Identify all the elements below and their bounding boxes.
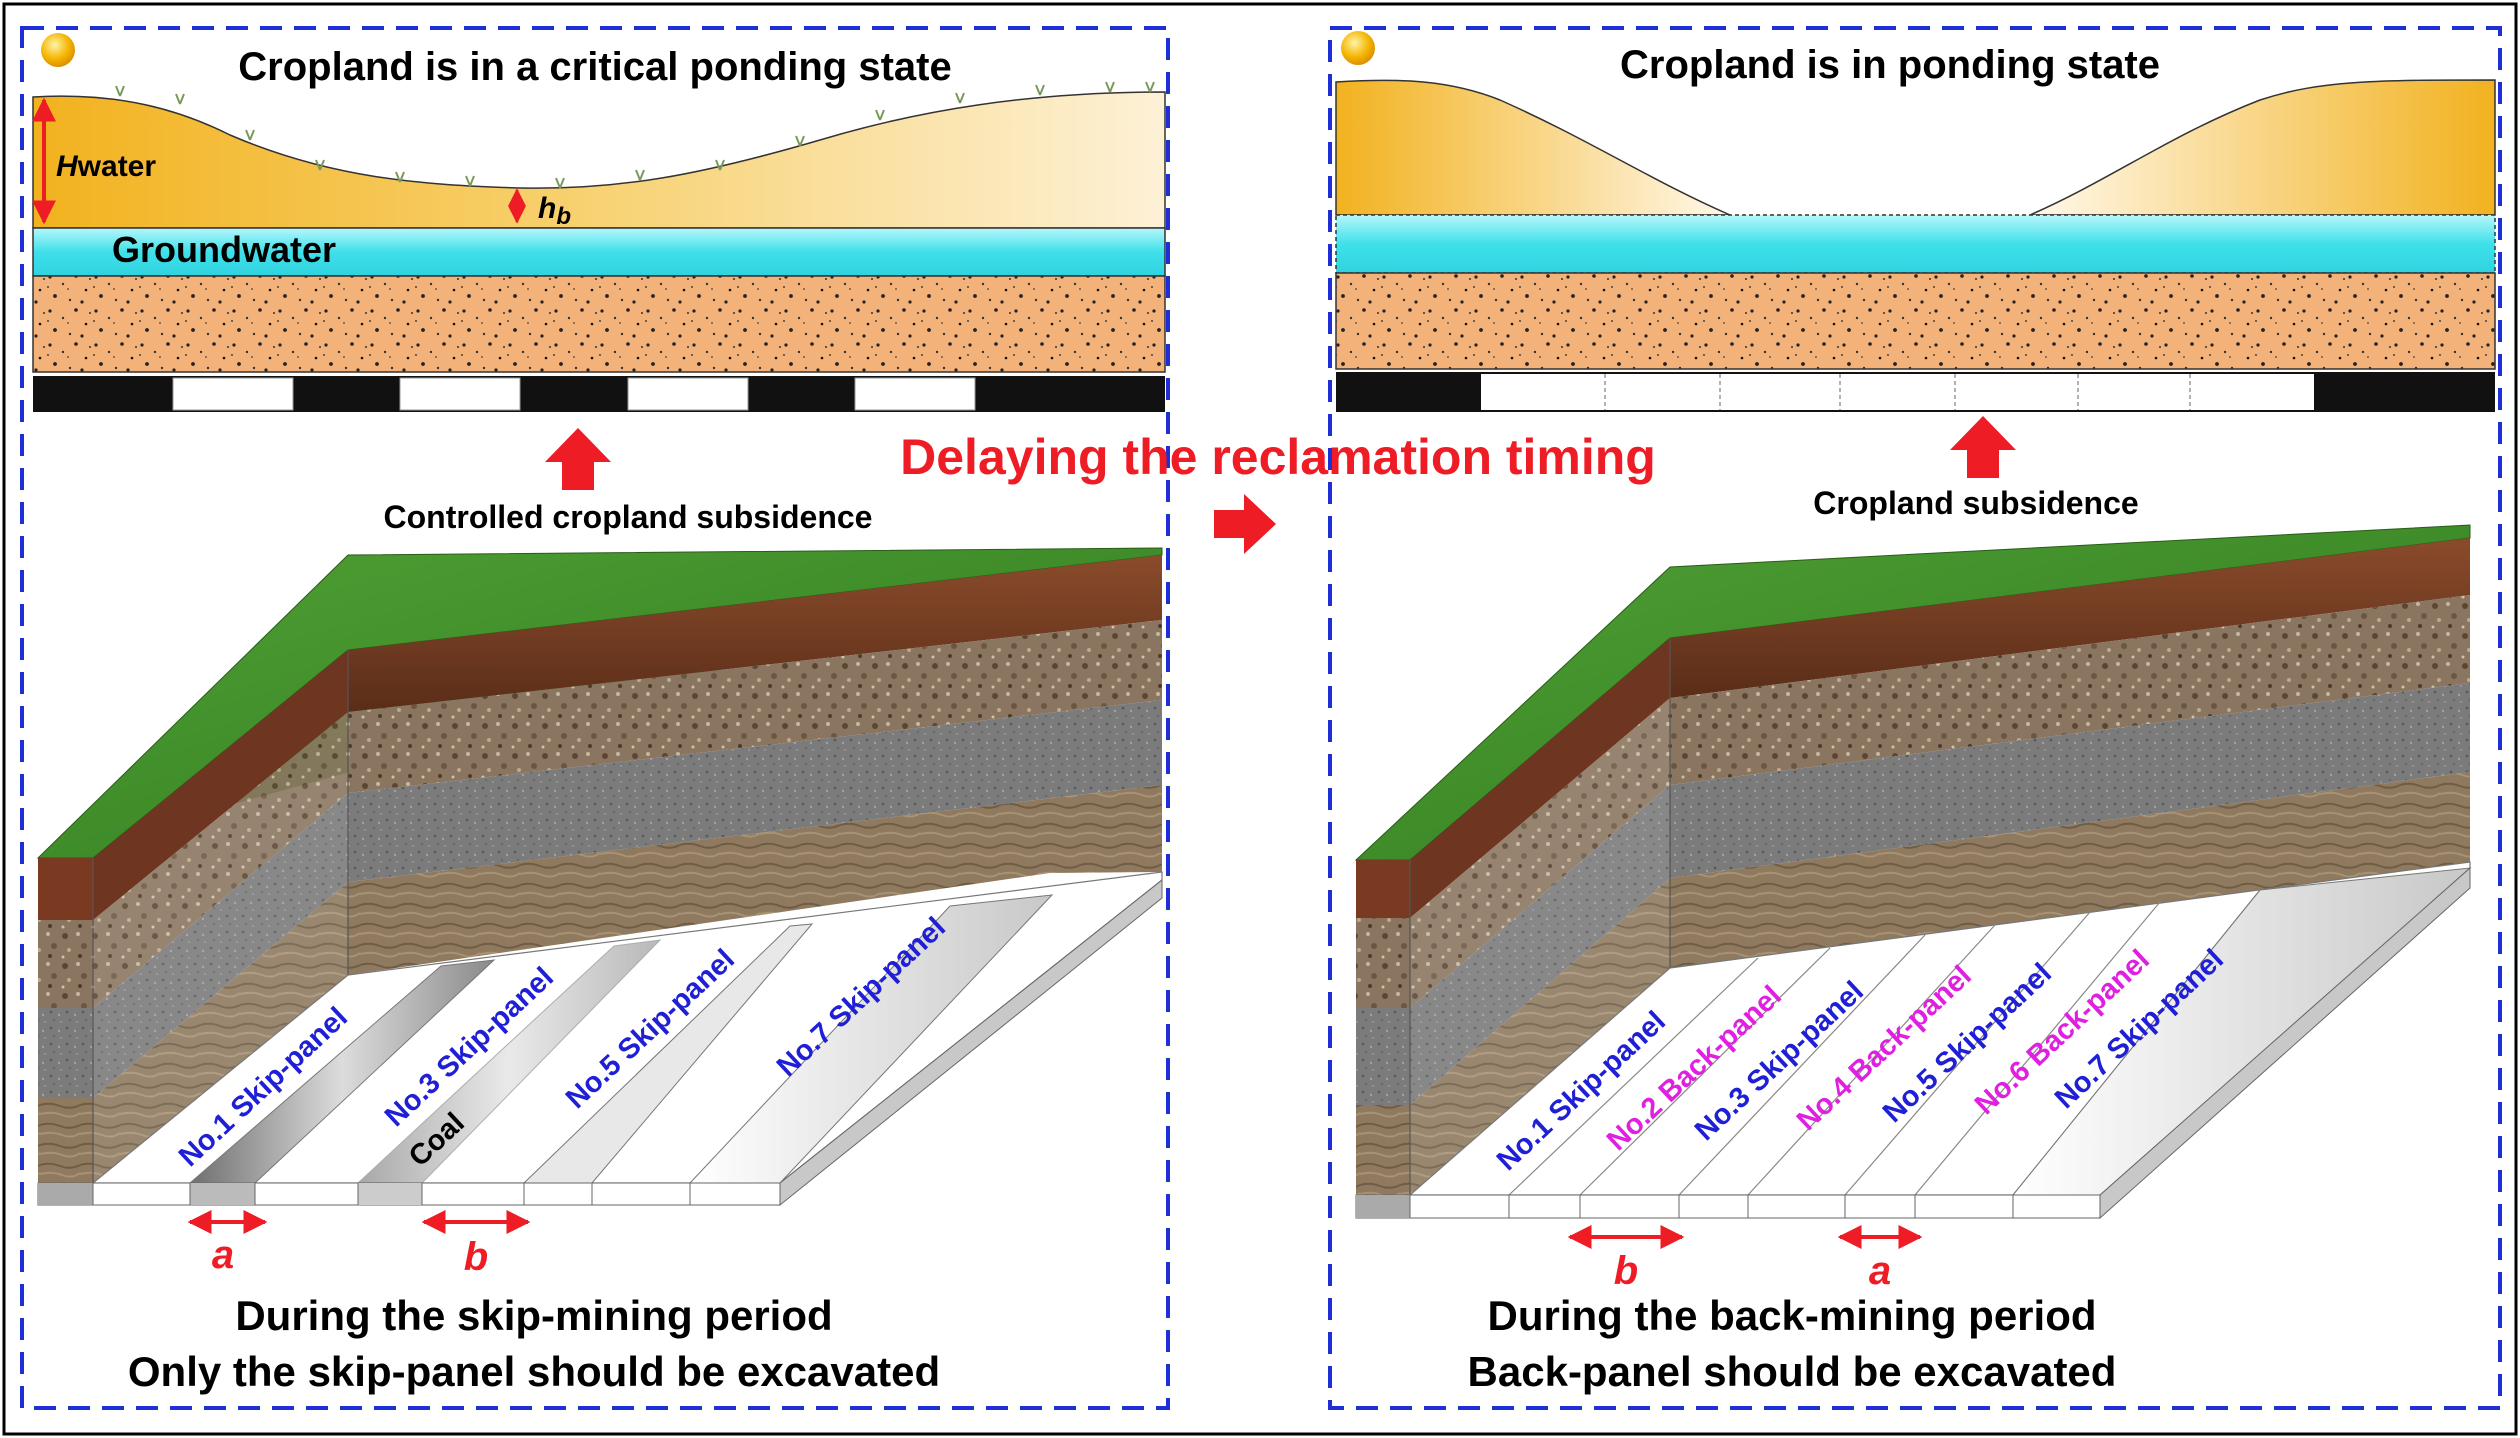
left-caption-line1: During the skip-mining period xyxy=(235,1292,832,1339)
sun-icon xyxy=(41,33,75,67)
transition-arrow xyxy=(1214,494,1276,554)
left-cross-section: Hwater hb Groundwater xyxy=(32,81,1166,412)
groundwater-layer-left xyxy=(32,227,1166,277)
grass-tufts xyxy=(115,81,1155,189)
sand-layer-left xyxy=(32,275,1166,373)
right-panel-frame xyxy=(1328,26,2502,1410)
transition-label: Delaying the reclamation timing xyxy=(900,429,1656,485)
subsidence-up-arrow-left xyxy=(545,428,611,490)
subsidence-up-arrow-right xyxy=(1950,416,2016,478)
groundwater-label: Groundwater xyxy=(112,229,336,270)
sand-layer-right xyxy=(1335,272,2496,370)
dim-b-right: b xyxy=(1614,1249,1638,1293)
right-caption-line1: During the back-mining period xyxy=(1487,1292,2096,1339)
right-cross-section xyxy=(1335,79,2496,412)
cropland-mound-left xyxy=(1335,79,1731,216)
left-caption-line2: Only the skip-panel should be excavated xyxy=(128,1348,940,1395)
panel-strip-left xyxy=(33,376,1165,412)
dim-a-left: a xyxy=(212,1233,234,1277)
hb-label: hb xyxy=(538,192,571,230)
dim-a-right: a xyxy=(1869,1249,1891,1293)
right-panel: Cropland is in ponding state Cropland su… xyxy=(1328,26,2502,1410)
sun-icon-right xyxy=(1341,31,1375,65)
left-title: Cropland is in a critical ponding state xyxy=(238,45,951,89)
right-subsidence-label: Cropland subsidence xyxy=(1813,485,2138,521)
cropland-mound-right xyxy=(2029,79,2496,216)
panel-strip-right xyxy=(1336,372,2495,412)
hwater-label: Hwater xyxy=(56,150,156,183)
right-strata-block xyxy=(1354,524,2472,1220)
left-strata-block xyxy=(36,546,1163,1207)
groundwater-layer-right xyxy=(1335,214,2496,274)
left-panel: Hwater hb Groundwater Cropland is in a c… xyxy=(20,26,1170,1410)
right-caption-line2: Back-panel should be excavated xyxy=(1468,1348,2117,1395)
right-title: Cropland is in ponding state xyxy=(1620,43,2160,87)
left-panel-frame xyxy=(20,26,1170,1410)
transition: Delaying the reclamation timing xyxy=(900,429,1656,554)
left-subsidence-label: Controlled cropland subsidence xyxy=(384,499,873,535)
cropland-soil-left xyxy=(32,91,1166,229)
dim-b-left: b xyxy=(464,1235,488,1279)
